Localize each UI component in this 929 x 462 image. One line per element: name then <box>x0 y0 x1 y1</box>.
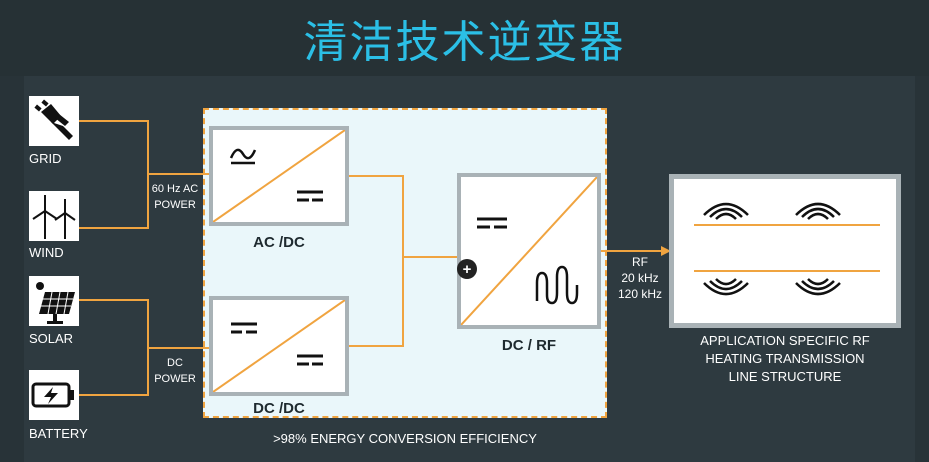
transmission-line-graphic <box>694 202 880 296</box>
dcrf-converter <box>457 173 601 329</box>
heat-wave-icon <box>703 202 841 296</box>
wind-turbine-icon <box>32 195 76 239</box>
ac-power-label: 60 Hz AC POWER <box>151 183 199 211</box>
page-title: 清洁技术逆变器 <box>303 17 626 68</box>
wind-source <box>29 191 79 241</box>
plug-icon <box>34 99 73 140</box>
ac-bus-wire <box>79 120 149 229</box>
rf-wave-icon <box>535 265 579 305</box>
rf-arrow-icon <box>661 246 671 256</box>
dc-bus-wire <box>79 299 149 396</box>
dcdc-converter <box>209 296 349 396</box>
application-label: APPLICATION SPECIFIC RF HEATING TRANSMIS… <box>700 333 870 384</box>
dcrf-label: DC / RF <box>501 337 557 354</box>
efficiency-label: >98% ENERGY CONVERSION EFFICIENCY <box>273 431 537 446</box>
solar-panel-icon <box>36 282 75 324</box>
svg-text:+: + <box>463 261 472 278</box>
solar-source <box>29 276 79 326</box>
rf-label: RF 20 kHz 120 kHz <box>617 255 663 301</box>
battery-source <box>29 370 79 420</box>
application-structure <box>669 174 901 328</box>
grid-label: GRID <box>29 151 62 166</box>
ac-sine-icon <box>229 148 257 160</box>
battery-icon <box>31 382 74 408</box>
solar-label: SOLAR <box>29 331 74 346</box>
acdc-diagonal <box>212 129 346 223</box>
title-band <box>0 0 929 76</box>
acdc-label: AC /DC <box>253 234 305 251</box>
dc-power-label: DC POWER <box>154 357 196 385</box>
grid-source <box>29 96 79 146</box>
summing-plus-icon <box>457 259 477 279</box>
wind-label: WIND <box>29 245 64 260</box>
battery-label: BATTERY <box>29 426 88 441</box>
acdc-converter <box>209 126 349 226</box>
combine-wire <box>349 175 404 347</box>
dcdc-label: DC /DC <box>253 400 305 417</box>
dcdc-diagonal <box>212 299 346 393</box>
dcrf-diagonal <box>460 176 598 326</box>
